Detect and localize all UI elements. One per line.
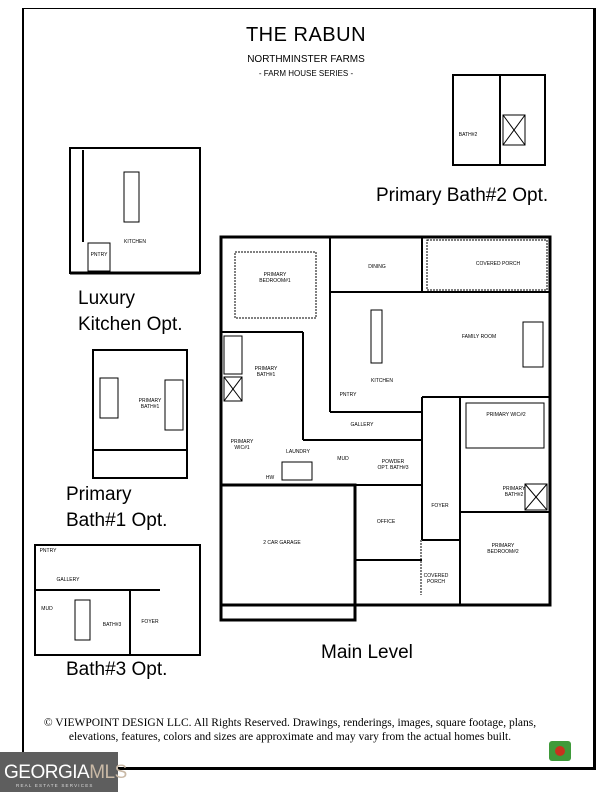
room-family: FAMILY ROOM bbox=[462, 334, 496, 340]
bath1-option-plan bbox=[92, 349, 188, 479]
caption-bath1-line1: Primary bbox=[66, 484, 132, 505]
mls-logo-main: GEORGIA bbox=[4, 762, 90, 783]
room-foyer: FOYER bbox=[431, 503, 449, 509]
main-level-plan bbox=[219, 235, 552, 622]
caption-kitchen-line2: Kitchen Opt. bbox=[78, 314, 183, 335]
room-dining: DINING bbox=[368, 264, 386, 270]
caption-bath2-option: Primary Bath#2 Opt. bbox=[376, 185, 549, 206]
room-office: OFFICE bbox=[377, 519, 396, 525]
copyright-line1: © VIEWPOINT DESIGN LLC. All Rights Reser… bbox=[43, 717, 537, 729]
inset-bath2-label: BATH#2 bbox=[459, 132, 478, 138]
copyright-notice: © VIEWPOINT DESIGN LLC. All Rights Reser… bbox=[40, 716, 540, 744]
community-name: NORTHMINSTER FARMS bbox=[247, 54, 365, 65]
mls-logo-sub: REAL ESTATE SERVICES bbox=[16, 783, 94, 788]
viewpoint-logo bbox=[545, 735, 575, 769]
room-kitchen: KITCHEN bbox=[371, 378, 393, 384]
inset-kitchen-label: KITCHEN bbox=[124, 239, 146, 245]
plan-title: THE RABUN bbox=[245, 24, 367, 46]
caption-main-level: Main Level bbox=[321, 642, 413, 663]
room-laundry: LAUNDRY bbox=[286, 449, 310, 455]
caption-bath3-option: Bath#3 Opt. bbox=[66, 659, 168, 680]
page-border bbox=[22, 8, 596, 770]
room-primary-wic2: PRIMARY WIC#2 bbox=[486, 412, 525, 418]
inset-pantry3-label: PNTRY bbox=[40, 548, 58, 554]
mls-logo-accent: MLS bbox=[89, 762, 127, 783]
room-pantry: PNTRY bbox=[340, 392, 358, 398]
room-gallery: GALLERY bbox=[351, 422, 375, 428]
inset-pantry-label: PNTRY bbox=[91, 252, 109, 258]
caption-bath1-line2: Bath#1 Opt. bbox=[66, 510, 168, 531]
caption-kitchen-line1: Luxury bbox=[78, 288, 136, 309]
label-hw: HW bbox=[266, 475, 275, 481]
series-name: - FARM HOUSE SERIES - bbox=[258, 69, 354, 78]
room-covered-porch-rear: COVERED PORCH bbox=[476, 261, 521, 267]
bath3-option-plan bbox=[34, 544, 201, 656]
inset-mud-label: MUD bbox=[41, 606, 53, 612]
room-garage: 2 CAR GARAGE bbox=[263, 540, 301, 546]
georgia-mls-logo: GEORGIAMLS REAL ESTATE SERVICES bbox=[0, 752, 127, 792]
inset-gallery-label: GALLERY bbox=[57, 577, 81, 583]
inset-bath3-label: BATH#3 bbox=[103, 622, 122, 628]
kitchen-option-plan bbox=[69, 147, 201, 275]
copyright-line2: elevations, features, colors and sizes a… bbox=[68, 731, 512, 743]
bath2-option-plan bbox=[452, 74, 546, 166]
inset-foyer-label: FOYER bbox=[141, 619, 159, 625]
room-mud: MUD bbox=[337, 456, 349, 462]
